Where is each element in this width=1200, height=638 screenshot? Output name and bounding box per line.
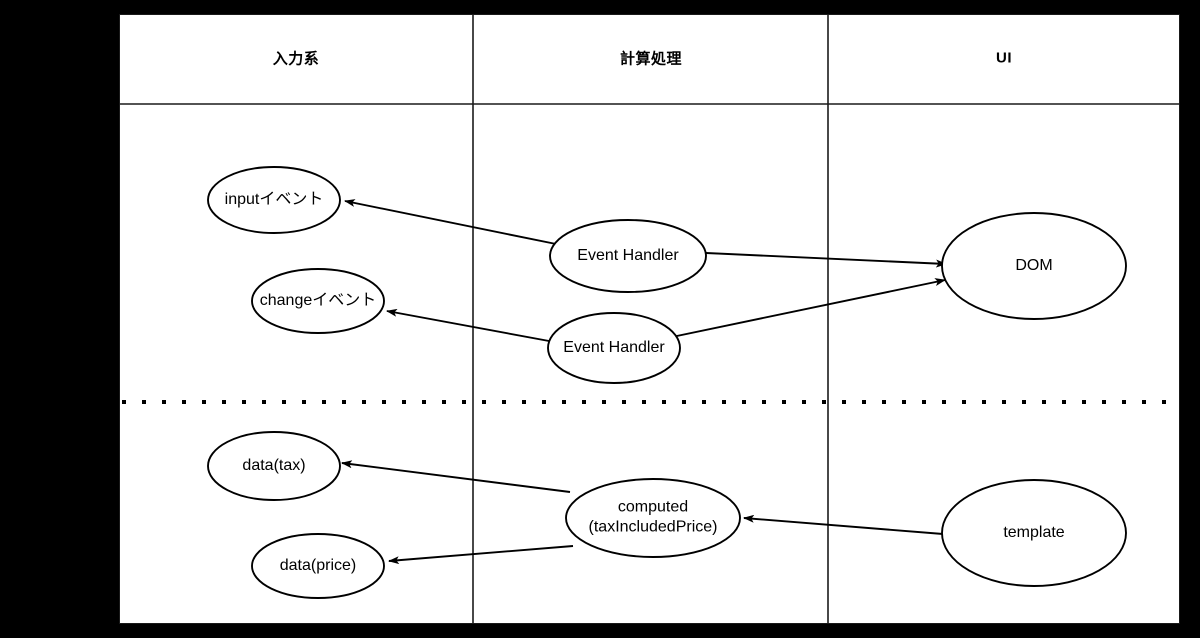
node-layer	[207, 166, 1127, 599]
lane-title-ui: UI	[996, 49, 1012, 67]
node-ellipse-data-price[interactable]	[251, 533, 385, 599]
node-ellipse-event-handler-1[interactable]	[549, 219, 707, 293]
edge-handler1-to-input-event	[344, 199, 557, 245]
node-ellipse-data-tax[interactable]	[207, 431, 341, 501]
edge-handler2-to-dom	[671, 278, 946, 338]
node-ellipse-dom[interactable]	[941, 212, 1127, 320]
edge-handler2-to-change-event	[386, 308, 550, 342]
lane-title-calc: 計算処理	[619, 50, 683, 68]
node-ellipse-change-event[interactable]	[251, 268, 385, 334]
node-ellipse-template[interactable]	[941, 479, 1127, 587]
edge-template-to-computed	[743, 514, 944, 535]
node-ellipse-input-event[interactable]	[207, 166, 341, 234]
edge-computed-to-data-price	[388, 545, 574, 565]
lane-dividers	[119, 14, 1180, 624]
edge-computed-to-data-tax	[341, 460, 571, 493]
edge-layer	[341, 199, 947, 565]
node-ellipse-event-handler-2[interactable]	[547, 312, 681, 384]
edge-handler1-to-dom	[705, 252, 947, 268]
node-ellipse-computed[interactable]	[565, 478, 741, 558]
lane-title-input: 入力系	[272, 50, 320, 68]
